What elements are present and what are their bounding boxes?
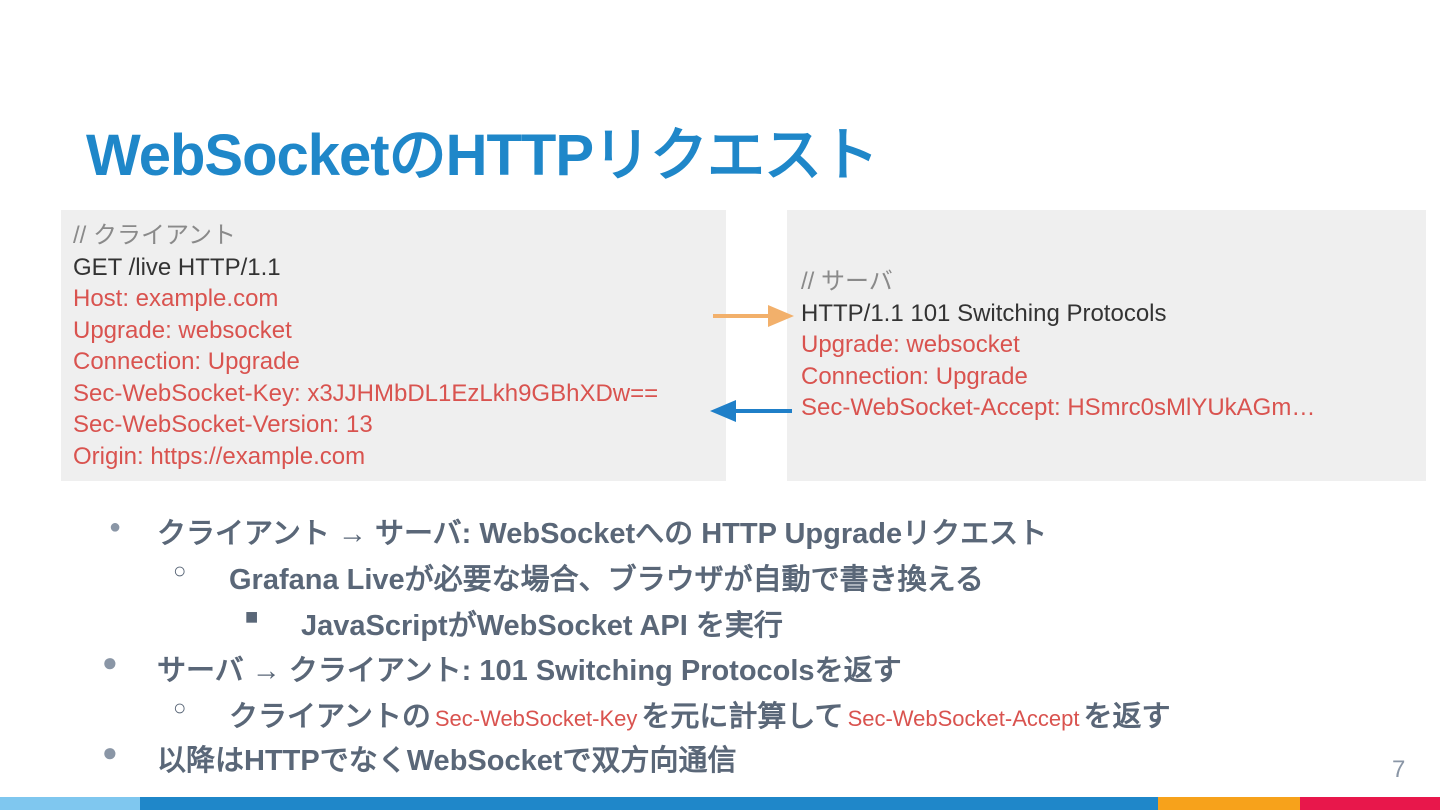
- code-line: GET /live HTTP/1.1: [73, 253, 281, 281]
- bullet-item: ● 以降はHTTPでなくWebSocketで双方向通信: [102, 737, 737, 779]
- footer-segment: [140, 797, 1158, 810]
- page-title: WebSocketのHTTPリクエスト: [86, 123, 879, 188]
- bullet-item: ■ JavaScriptがWebSocket API を実行: [245, 602, 783, 644]
- code-line: // クライアント: [73, 222, 237, 249]
- request-arrow-icon: [713, 305, 794, 327]
- inline-code-key: Sec-WebSocket-Key: [434, 706, 638, 731]
- bullet-text: サーバ → クライアント: 101 Switching Protocolsを返す: [157, 655, 902, 687]
- code-line: Upgrade: websocket: [801, 331, 1020, 358]
- bullet-circle-icon: ○: [173, 558, 187, 583]
- footer-segment: [1158, 797, 1300, 810]
- bullet-dot-icon: ●: [109, 516, 122, 538]
- code-line: Sec-WebSocket-Version: 13: [73, 411, 373, 438]
- bullet-text: クライアントの: [229, 701, 431, 733]
- code-line: Sec-WebSocket-Accept: HSmrc0sMlYUkAGm…: [801, 394, 1316, 421]
- page-number: 7: [1392, 756, 1406, 783]
- bullet-text: Grafana Liveが必要な場合、ブラウザが自動で書き換える: [229, 564, 984, 596]
- code-line: Origin: https://example.com: [73, 442, 366, 470]
- inline-code-accept: Sec-WebSocket-Accept: [847, 706, 1080, 731]
- code-line: Connection: Upgrade: [73, 348, 300, 375]
- bullet-square-icon: ■: [245, 604, 259, 629]
- bullet-dot-icon: ●: [102, 647, 118, 677]
- code-line: HTTP/1.1 101 Switching Protocols: [801, 299, 1167, 327]
- code-line: Host: example.com: [73, 285, 279, 312]
- footer-segment: [1300, 797, 1440, 810]
- response-arrow-icon: [710, 400, 792, 422]
- bullet-text: クライアント → サーバ: WebSocketへの HTTP Upgradeリク…: [157, 518, 1048, 550]
- code-line: Connection: Upgrade: [801, 362, 1028, 390]
- bullet-circle-icon: ○: [173, 695, 187, 720]
- bullet-text: を返す: [1083, 701, 1171, 733]
- code-line: Upgrade: websocket: [73, 316, 292, 344]
- code-line: Sec-WebSocket-Key: x3JJHMbDL1EzLkh9GBhXD…: [73, 379, 659, 407]
- bullet-dot-icon: ●: [102, 737, 118, 767]
- bullet-item: ● サーバ → クライアント: 101 Switching Protocolsを…: [102, 647, 902, 689]
- footer-segment: [0, 797, 140, 810]
- bullet-text: JavaScriptがWebSocket API を実行: [301, 610, 783, 642]
- code-line: // サーバ: [801, 268, 893, 295]
- bullet-item: ● クライアント → サーバ: WebSocketへの HTTP Upgrade…: [109, 510, 1048, 552]
- bullet-item: ○ Grafana Liveが必要な場合、ブラウザが自動で書き換える: [173, 556, 984, 598]
- bullet-text: を元に計算して: [641, 701, 844, 733]
- footer-color-bar: [0, 797, 1440, 810]
- bullet-text: 以降はHTTPでなくWebSocketで双方向通信: [157, 745, 737, 777]
